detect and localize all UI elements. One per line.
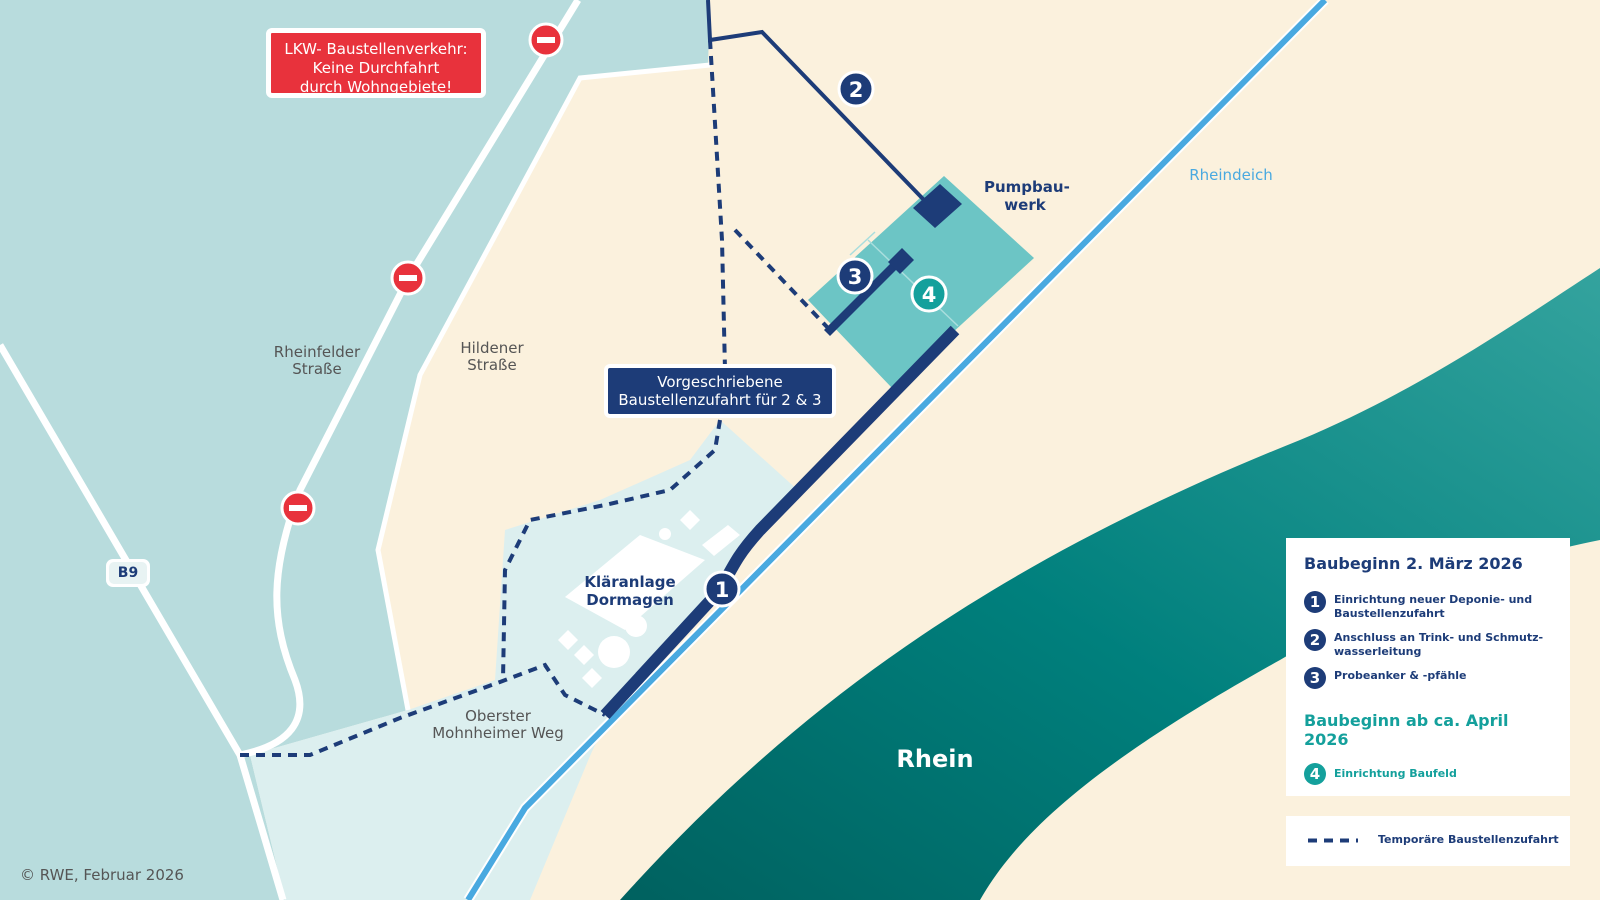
copyright: © RWE, Februar 2026 — [20, 866, 184, 884]
svg-text:1: 1 — [715, 578, 730, 602]
label-rheinfelder-strasse: Rheinfelder Straße — [273, 343, 361, 378]
baufeld-line — [849, 231, 876, 256]
pumpbauwerk-building — [913, 184, 962, 228]
legend-section2-title: Baubeginn ab ca. April 2026 — [1304, 711, 1509, 749]
baufeld-line — [867, 239, 959, 327]
no-entry-icon — [528, 22, 564, 58]
road-hildener — [375, 62, 711, 711]
road-rheinfelder — [239, 0, 581, 759]
leitung-2 — [706, 0, 926, 202]
callout-line: Baustellenzufahrt für 2 & 3 — [618, 391, 822, 409]
legend-number-badge: 2 — [1304, 629, 1326, 651]
legend-item-text: Probeanker & -pfähle — [1334, 669, 1467, 682]
marker-3[interactable]: 3 — [836, 257, 874, 295]
dash-line-icon — [1308, 838, 1358, 843]
callout-line: durch Wohngebiete! — [299, 78, 453, 96]
marker-1[interactable]: 1 — [703, 570, 741, 608]
legend-dash-panel: Temporäre Baustellenzufahrt — [1286, 816, 1570, 866]
legend-number-badge: 3 — [1304, 667, 1326, 689]
legend-item: 4 Einrichtung Baufeld — [1304, 763, 1552, 785]
probeanker-bar — [824, 256, 904, 336]
b9-label: B9 — [109, 562, 147, 584]
label-rheindeich: Rheindeich — [1189, 166, 1273, 184]
legend-item-text: Einrichtung Baufeld — [1334, 767, 1457, 780]
legend-item: 3 Probeanker & -pfähle — [1304, 667, 1552, 689]
label-hildener-strasse: Hildener Straße — [460, 339, 524, 374]
plant-buildings — [558, 510, 740, 688]
legend-dash-label: Temporäre Baustellenzufahrt — [1378, 833, 1559, 846]
legend-panel: Baubeginn 2. März 2026 1 Einrichtung neu… — [1286, 538, 1570, 796]
svg-text:4: 4 — [922, 283, 937, 307]
legend-item-text: Einrichtung neuer Deponie- und Baustelle… — [1334, 593, 1533, 620]
legend-item: 1 Einrichtung neuer Deponie- und Baustel… — [1304, 591, 1552, 621]
label-klaeranlage: Kläranlage Dormagen — [584, 573, 676, 609]
no-entry-icon — [390, 260, 426, 296]
b9-badge: B9 — [106, 559, 150, 587]
legend-item-text: Anschluss an Trink- und Schmutz- wasserl… — [1334, 631, 1544, 658]
probeanker-bar — [888, 248, 914, 274]
lkw-warning-callout: LKW- Baustellenverkehr: Keine Durchfahrt… — [266, 28, 486, 98]
svg-text:2: 2 — [849, 78, 864, 102]
residential-area — [0, 0, 710, 900]
callout-line: Vorgeschriebene — [657, 373, 783, 391]
callout-line: Keine Durchfahrt — [312, 59, 440, 77]
svg-text:3: 3 — [848, 265, 863, 289]
rheindeich-line — [465, 0, 1328, 900]
legend-section1-title: Baubeginn 2. März 2026 — [1304, 554, 1523, 573]
marker-4[interactable]: 4 — [910, 275, 948, 313]
legend-item: 2 Anschluss an Trink- und Schmutz- wasse… — [1304, 629, 1552, 659]
no-entry-icon — [280, 490, 316, 526]
marker-2[interactable]: 2 — [837, 70, 875, 108]
callout-line: LKW- Baustellenverkehr: — [284, 40, 468, 58]
river-rhein — [620, 268, 1600, 900]
zufahrt-callout: Vorgeschriebene Baustellenzufahrt für 2 … — [604, 364, 836, 418]
label-pumpbauwerk: Pumpbau- werk — [984, 178, 1070, 214]
legend-number-badge: 1 — [1304, 591, 1326, 613]
legend-number-badge: 4 — [1304, 763, 1326, 785]
label-oberster-weg: Oberster Mohnheimer Weg — [432, 707, 564, 742]
temp-access-route — [240, 39, 830, 757]
label-rhein: Rhein — [896, 745, 974, 773]
